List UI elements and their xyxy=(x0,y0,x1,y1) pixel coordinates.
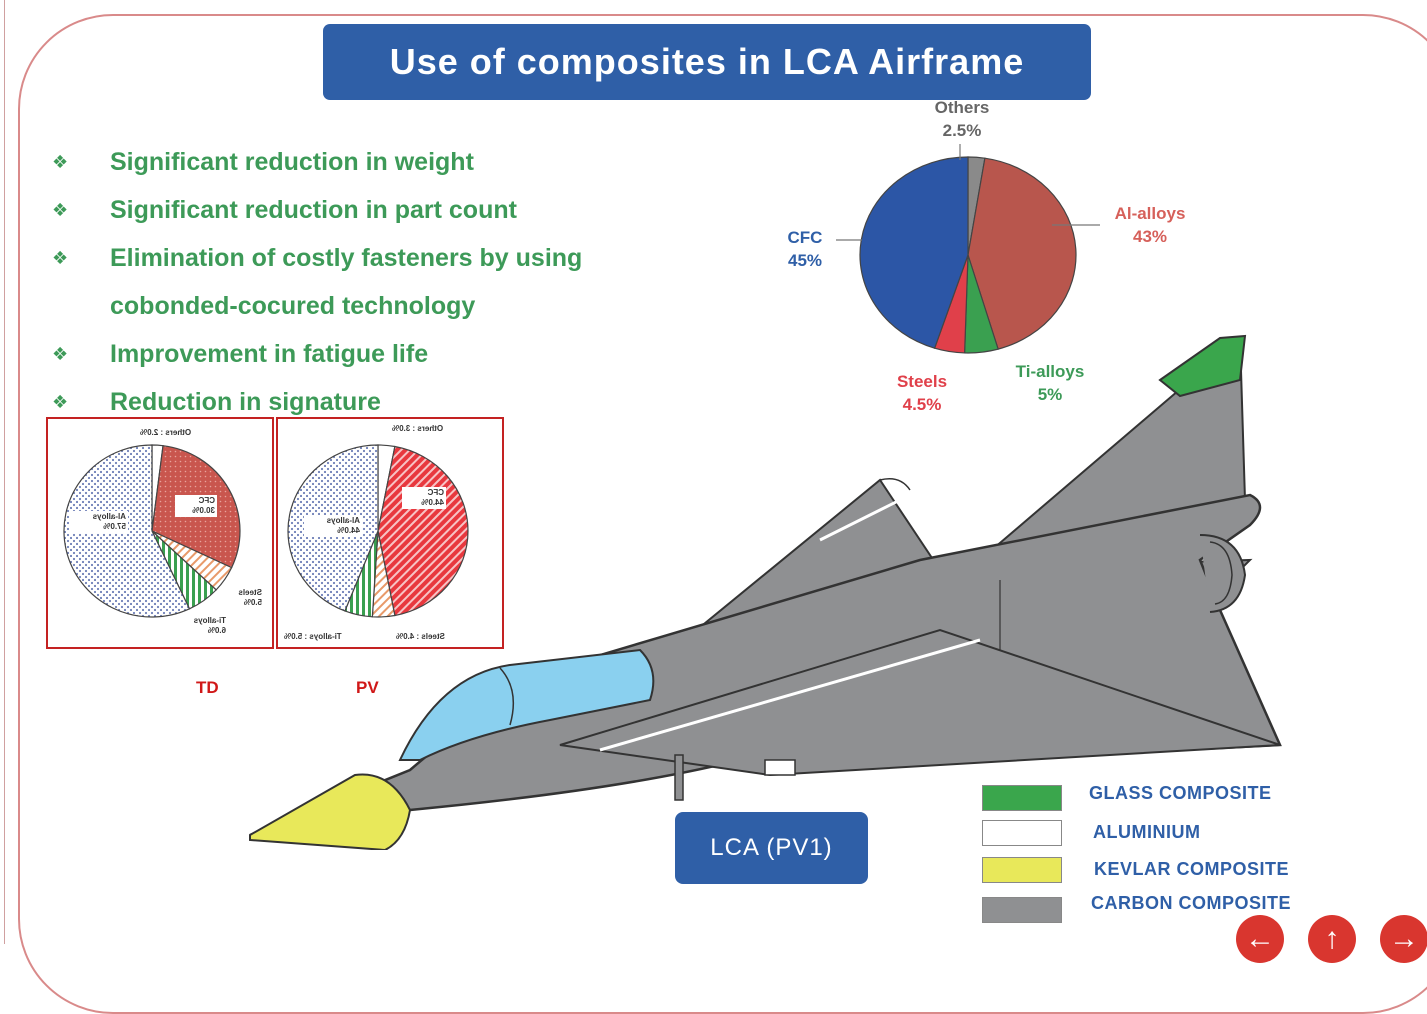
td-label-ti-alloys: Ti-alloys 6.0% xyxy=(184,615,228,637)
legend-swatch-carbon xyxy=(982,897,1062,923)
list-item: ❖Reduction in signature xyxy=(50,378,582,426)
legend-label-aluminium: ALUMINIUM xyxy=(1093,822,1201,842)
benefit-list: ❖Significant reduction in weight ❖Signif… xyxy=(50,138,582,426)
diamond-bullet-icon: ❖ xyxy=(52,200,69,220)
pv-label-ti-alloys: Ti-alloys : 5.0% xyxy=(282,631,344,643)
pv-label-al-alloys: Al-alloys 44.0% xyxy=(304,515,362,537)
diamond-bullet-icon: ❖ xyxy=(52,152,69,172)
pie-leader-lines xyxy=(836,144,1100,241)
list-item-continuation: cobonded-cocured technology xyxy=(110,292,476,320)
list-item: ❖Significant reduction in weight xyxy=(50,138,582,186)
diamond-bullet-icon: ❖ xyxy=(52,248,69,268)
back-arrow-icon[interactable]: ← xyxy=(1236,915,1284,963)
diamond-bullet-icon: ❖ xyxy=(52,344,69,364)
td-pie-panel: Others : 2.0% CFC 30.0% Al-alloys 57.0% … xyxy=(46,417,274,649)
td-caption: TD xyxy=(196,678,219,697)
list-item: ❖Significant reduction in part count xyxy=(50,186,582,234)
td-label-steels: Steels 5.0% xyxy=(228,587,264,609)
pv-label-cfc: CFC 44.0% xyxy=(402,487,446,509)
legend-swatch-aluminium xyxy=(982,820,1062,846)
aircraft-label: LCA (PV1) xyxy=(675,812,868,884)
pv-pie-panel: Others : 3.0% CFC 44.0% Al-alloys 44.0% … xyxy=(276,417,504,649)
aircraft-illustration xyxy=(249,334,1282,850)
diamond-bullet-icon: ❖ xyxy=(52,392,69,412)
slide-title: Use of composites in LCA Airframe xyxy=(323,24,1091,100)
td-label-others: Others : 2.0% xyxy=(138,427,194,439)
list-item: ❖Improvement in fatigue life xyxy=(50,330,582,378)
td-label-al-alloys: Al-alloys 57.0% xyxy=(70,511,128,533)
up-arrow-icon[interactable]: ↑ xyxy=(1308,915,1356,963)
left-edge-rule xyxy=(4,0,5,944)
pv-label-others: Others : 3.0% xyxy=(390,423,446,435)
material-pie-chart xyxy=(859,156,1077,354)
legend-label-glass: GLASS COMPOSITE xyxy=(1089,783,1272,803)
pv-caption: PV xyxy=(356,678,379,697)
pv-label-steels: Steels : 4.0% xyxy=(394,631,447,643)
legend-swatch-kevlar xyxy=(982,857,1062,883)
list-item: ❖Elimination of costly fasteners by usin… xyxy=(50,234,582,282)
forward-arrow-icon[interactable]: → xyxy=(1380,915,1427,963)
pie-slice-al-alloys xyxy=(967,157,1077,350)
legend-swatch-glass xyxy=(982,785,1062,811)
legend-label-carbon: CARBON COMPOSITE xyxy=(1091,893,1292,913)
td-label-cfc: CFC 30.0% xyxy=(175,495,217,517)
legend-label-kevlar: KEVLAR COMPOSITE xyxy=(1094,859,1290,879)
